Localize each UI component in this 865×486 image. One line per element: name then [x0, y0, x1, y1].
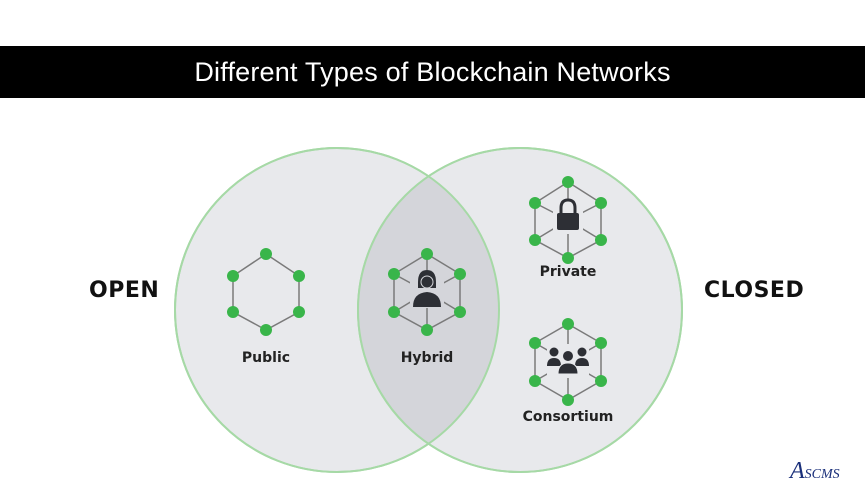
- consortium-network-icon: [529, 318, 607, 406]
- ascms-logo: ASCMS: [790, 458, 840, 484]
- open-label: OPEN: [89, 278, 160, 303]
- public-network-icon: [227, 248, 305, 336]
- public-label: Public: [241, 350, 291, 366]
- hybrid-label: Hybrid: [400, 350, 454, 366]
- consortium-label: Consortium: [522, 409, 614, 425]
- title-bar: Different Types of Blockchain Networks: [0, 46, 865, 98]
- person-icon: [413, 270, 441, 307]
- private-network-icon: [529, 176, 607, 264]
- overlap-region: [358, 148, 499, 472]
- page-title: Different Types of Blockchain Networks: [194, 56, 671, 87]
- lock-icon: [557, 198, 579, 230]
- private-label: Private: [539, 264, 597, 280]
- closed-label: CLOSED: [704, 278, 805, 303]
- group-icon: [547, 347, 589, 375]
- hybrid-network-icon: [388, 248, 466, 336]
